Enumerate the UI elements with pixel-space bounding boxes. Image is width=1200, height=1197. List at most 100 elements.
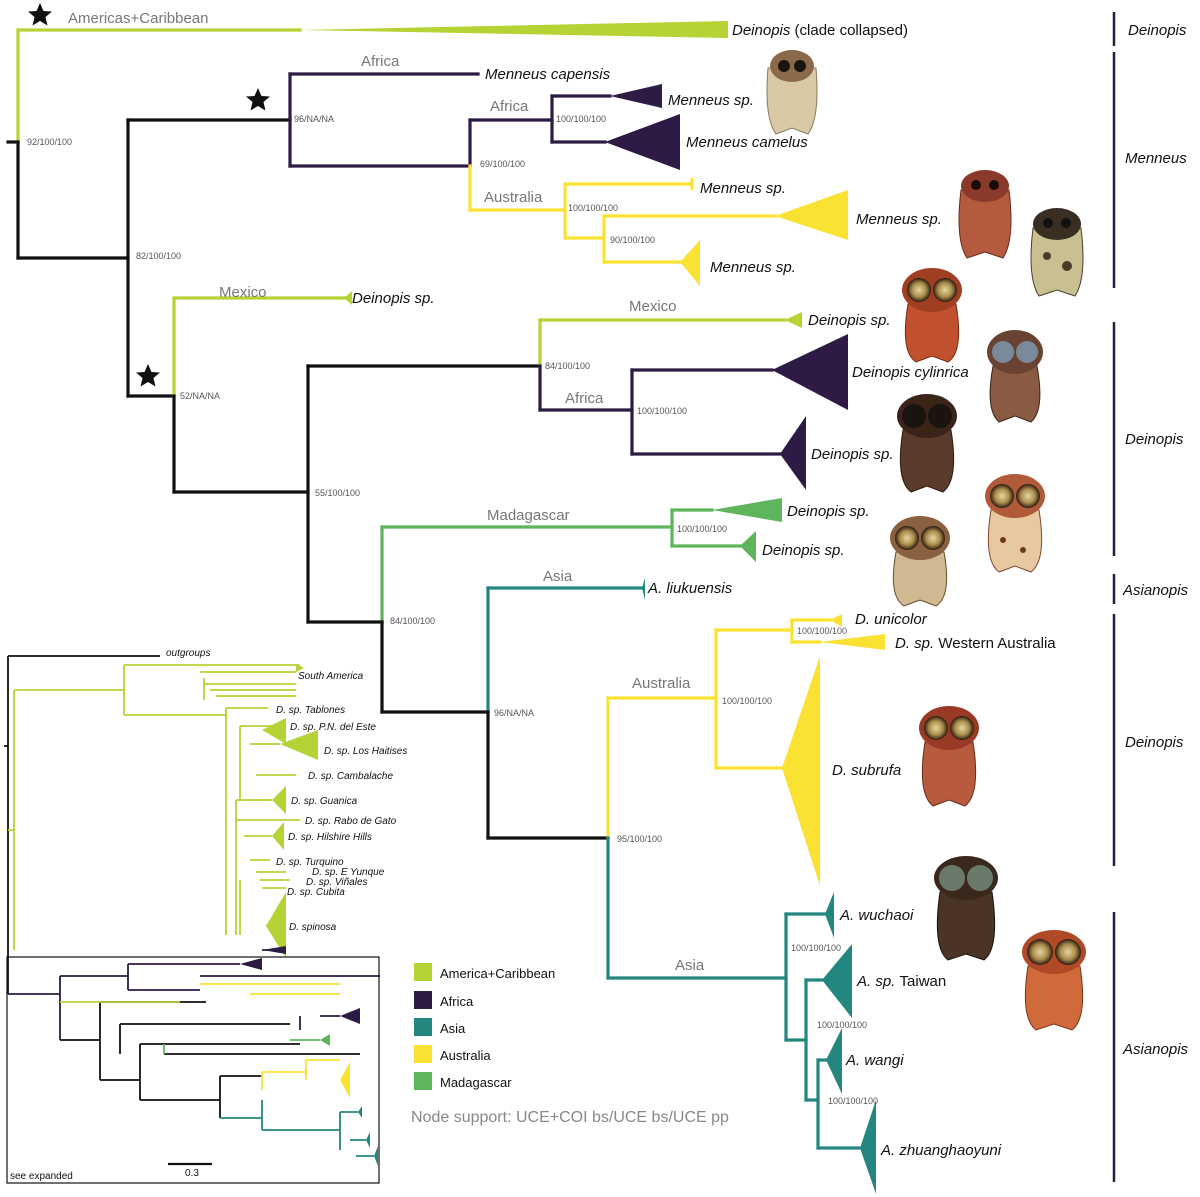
inset-branch xyxy=(299,1015,340,1030)
tip-label-plain: Taiwan xyxy=(900,973,947,990)
spider-photo xyxy=(985,474,1045,573)
node-support: 100/100/100 xyxy=(568,203,618,213)
region-label: Australia xyxy=(632,675,691,692)
legend-swatch xyxy=(414,1072,432,1090)
legend-swatch xyxy=(414,963,432,981)
clade-triangle-zhuanghaoyuni xyxy=(860,1100,876,1194)
node-support-labels: 92/100/100 96/NA/NA 100/100/100 69/100/1… xyxy=(27,114,878,1106)
tip-label: Deinopis sp. xyxy=(808,312,891,329)
tip-label: Menneus sp. xyxy=(856,211,942,228)
clade-triangle-western-australia xyxy=(820,634,885,650)
inset-clade-triangle xyxy=(240,958,262,970)
inset-labels: outgroups South America D. sp. Tablones … xyxy=(10,648,407,1182)
tip-label: A. sp. Taiwan xyxy=(856,973,946,990)
inset-tip-label: D. sp. Turquino xyxy=(276,857,344,868)
node-support: 92/100/100 xyxy=(27,137,72,147)
inset-branch xyxy=(200,671,296,700)
region-label: Australia xyxy=(484,189,543,206)
spider-photos xyxy=(766,50,1086,1031)
tip-label: Deinopis sp. xyxy=(762,542,845,559)
node-support: 82/100/100 xyxy=(136,251,181,261)
tip-labels: Deinopis (clade collapsed) Menneus capen… xyxy=(352,22,1056,1159)
clade-triangle-menneus-sp-4 xyxy=(680,240,700,286)
region-label: Mexico xyxy=(219,284,267,301)
tip-label: Deinopis cylinrica xyxy=(852,364,969,381)
clade-triangle-taiwan xyxy=(822,944,852,1018)
clade-triangle-subrufa xyxy=(782,656,820,886)
tip-label: Menneus sp. xyxy=(668,92,754,109)
legend-label: Asia xyxy=(440,1021,466,1036)
tip-label: Menneus camelus xyxy=(686,134,808,151)
node-support: 52/NA/NA xyxy=(180,391,220,401)
node-support: 90/100/100 xyxy=(610,235,655,245)
node-support: 100/100/100 xyxy=(637,406,687,416)
clade-triangle-wuchaoi xyxy=(825,892,834,938)
tip-label: A. wuchaoi xyxy=(839,907,914,924)
clade-triangle-liukuensis xyxy=(642,578,645,600)
inset-clade-triangle xyxy=(262,718,286,744)
tip-label: Menneus sp. xyxy=(710,259,796,276)
tip-label: Menneus capensis xyxy=(485,66,611,83)
spider-photo xyxy=(934,856,998,961)
star-icon xyxy=(246,88,270,111)
inset-branch xyxy=(8,963,380,1040)
inset-clade-triangle xyxy=(320,1034,330,1046)
clade-triangle-menneus-sp-3 xyxy=(775,190,848,240)
node-support: 100/100/100 xyxy=(797,626,847,636)
spider-photo xyxy=(1022,930,1086,1031)
tip-label: Deinopis sp. xyxy=(352,290,435,307)
collapsed-clades xyxy=(300,21,885,1194)
node-support: 100/100/100 xyxy=(828,1096,878,1106)
region-label: Africa xyxy=(490,98,529,115)
inset-clade-triangle xyxy=(340,1008,360,1024)
tip-label: A. wangi xyxy=(845,1052,904,1069)
node-support: 100/100/100 xyxy=(791,943,841,953)
legend-swatch xyxy=(414,1045,432,1063)
legend-label: Africa xyxy=(440,994,474,1009)
spider-photo xyxy=(890,516,950,607)
tip-label: D. sp. Western Australia xyxy=(895,635,1056,652)
spider-photo xyxy=(958,170,1012,259)
tip-label: Deinopis sp. xyxy=(811,446,894,463)
inset-clade-triangle xyxy=(272,786,286,814)
inset-caption: see expanded xyxy=(10,1171,73,1182)
node-support: 96/NA/NA xyxy=(494,708,534,718)
node-support-note: Node support: UCE+COI bs/UCE bs/UCE pp xyxy=(411,1109,729,1126)
legend: America+Caribbean Africa Asia Australia … xyxy=(411,963,729,1126)
inset-clade-triangle xyxy=(280,730,318,760)
group-label: Menneus xyxy=(1125,150,1187,167)
group-label: Deinopis xyxy=(1128,22,1187,39)
legend-label: Madagascar xyxy=(440,1075,512,1090)
node-support: 95/100/100 xyxy=(617,834,662,844)
inset-tip-label: D. sp. Los Haitises xyxy=(324,746,407,757)
inset-clade-triangle xyxy=(358,1106,362,1118)
clade-triangle-menneus-camelus xyxy=(605,114,680,170)
legend-swatch xyxy=(414,991,432,1009)
spider-photo xyxy=(902,268,962,363)
region-label: Mexico xyxy=(629,298,677,315)
inset-branch xyxy=(235,725,296,935)
clade-triangle-madagascar-1 xyxy=(712,498,782,522)
region-label: Americas+Caribbean xyxy=(68,10,209,27)
inset-clade-triangle xyxy=(272,822,284,850)
group-label: Asianopis xyxy=(1122,582,1189,599)
node-support: 84/100/100 xyxy=(545,361,590,371)
tip-label: A. liukuensis xyxy=(647,580,733,597)
node-support: 100/100/100 xyxy=(556,114,606,124)
inset-branch xyxy=(200,983,340,995)
star-icon xyxy=(136,364,160,387)
inset-branch xyxy=(100,1043,360,1118)
inset-branch xyxy=(261,1059,340,1090)
legend-swatch xyxy=(414,1018,432,1036)
tip-label-plain: Western Australia xyxy=(938,635,1056,652)
node-support: 69/100/100 xyxy=(480,159,525,169)
clade-triangle-unicolor xyxy=(830,614,842,627)
inset-clade-triangle xyxy=(340,1062,350,1098)
region-label: Africa xyxy=(361,53,400,70)
inset-clade-triangle xyxy=(374,1146,378,1166)
inset-tip-label: D. sp. Viñales xyxy=(306,877,368,888)
stars xyxy=(28,3,270,387)
tip-label: D. subrufa xyxy=(832,762,901,779)
clade-triangle-cylinrica xyxy=(772,334,848,410)
region-label: Asia xyxy=(675,957,705,974)
